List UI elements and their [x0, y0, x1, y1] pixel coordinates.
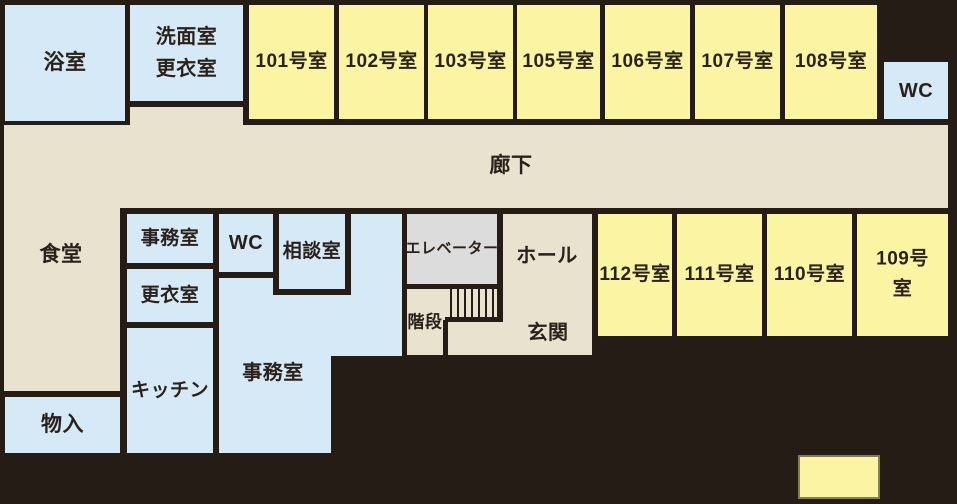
room-109	[857, 214, 948, 336]
wall-stairs-bottom	[445, 317, 503, 322]
stairs-label: 階段	[407, 312, 443, 332]
room-106-label: 106号室	[611, 50, 684, 72]
kitchen-label: キッチン	[130, 379, 210, 401]
washroom-changing-room	[130, 5, 243, 101]
bathroom	[5, 5, 125, 121]
wall-consultation-left	[273, 208, 279, 295]
room-106	[605, 5, 690, 119]
room-107-label: 107号室	[701, 50, 774, 72]
wall-elevator-right	[497, 208, 503, 322]
room-107	[695, 5, 780, 119]
room-103	[428, 5, 513, 119]
office-main-label: 事務室	[242, 362, 304, 384]
storage	[5, 397, 120, 453]
elevator-label: エレベーター	[405, 240, 499, 257]
room-108	[785, 5, 877, 119]
corridor-notch	[130, 107, 243, 147]
staff-changing-room-label: 更衣室	[140, 284, 200, 306]
room-101-label: 101号室	[255, 50, 328, 72]
elevator	[407, 214, 497, 284]
room-108-label: 108号室	[794, 50, 868, 72]
bathroom-label: 浴室	[43, 51, 87, 75]
room-102	[339, 5, 424, 119]
room-105-label: 105号室	[522, 50, 595, 72]
legend-swatch	[798, 455, 880, 499]
middle-wc-label: WC	[228, 232, 264, 254]
entrance-label: 玄関	[527, 322, 569, 344]
staff-changing-room	[127, 269, 213, 322]
room-103-label: 103号室	[434, 50, 507, 72]
washroom-changing-room-label: 洗面室 更衣室	[155, 26, 218, 80]
office-main-cutout	[331, 356, 407, 456]
dining-room-label: 食堂	[39, 243, 83, 267]
dining-room	[4, 125, 120, 391]
office-small-label: 事務室	[140, 227, 200, 249]
kitchen	[127, 328, 213, 453]
wall-stairs-foot	[443, 320, 448, 357]
room-101	[249, 5, 334, 119]
consultation-room	[279, 214, 345, 289]
upper-wc-label: WC	[898, 79, 934, 102]
room-110	[767, 214, 852, 336]
room-112-label: 112号室	[599, 263, 671, 285]
wall-consultation-bottom	[273, 289, 351, 295]
upper-wc	[884, 62, 948, 119]
room-105	[517, 5, 600, 119]
room-102-label: 102号室	[345, 50, 418, 72]
stairs-icon	[450, 289, 497, 317]
room-111-label: 111号室	[684, 263, 755, 285]
room-112	[598, 214, 672, 336]
wall-elevator-bottom	[407, 284, 503, 289]
room-109-label: 109号室	[876, 248, 929, 300]
wall-consultation-right	[345, 208, 351, 295]
room-110-label: 110号室	[773, 263, 846, 285]
middle-wc	[219, 214, 273, 272]
consultation-room-label: 相談室	[282, 240, 342, 262]
office-small	[127, 214, 213, 263]
corridor-label: 廊下	[489, 154, 533, 178]
room-111	[677, 214, 762, 336]
wall-middle-wc-bottom	[215, 272, 279, 278]
hall-label: ホール	[516, 245, 578, 267]
storage-label: 物入	[41, 413, 84, 437]
